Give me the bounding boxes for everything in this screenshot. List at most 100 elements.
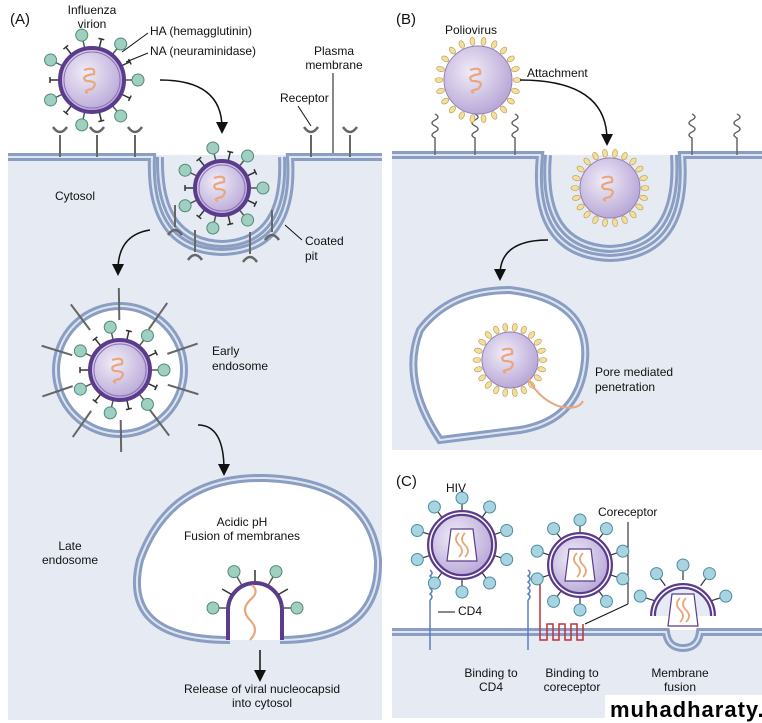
gp120-spike-icon [616, 572, 630, 586]
na-head [92, 336, 98, 342]
capsid-protrusion-icon [572, 175, 581, 182]
ha-spike-icon [103, 320, 117, 334]
poliovirus-icon [579, 157, 641, 219]
step-binding-coreceptor-2: coreceptor [544, 680, 601, 694]
capsid-protrusion-icon [441, 55, 450, 63]
capsid-protrusion-icon [478, 374, 487, 382]
capsid-protrusion-icon [436, 88, 445, 94]
receptor-icon [263, 233, 281, 241]
gp120-spike-icon [719, 589, 733, 603]
capsid-protrusion-icon [520, 385, 527, 395]
rna-icon [455, 532, 469, 558]
capsid-protrusion-icon [635, 165, 644, 173]
panel-b-tag: (B) [396, 11, 416, 28]
gp120-spike-icon [500, 553, 514, 567]
arrow [519, 79, 613, 146]
capsid-protrusion-icon [434, 77, 444, 83]
na-head [127, 58, 132, 65]
capsid-protrusion-icon [472, 357, 482, 363]
panel-a-tag: (A) [10, 11, 30, 28]
receptor-stalk [71, 410, 93, 438]
cd4-domains [526, 569, 531, 601]
na-head [154, 349, 159, 356]
capsid-protrusion-icon [572, 194, 581, 201]
late-endosome-core [135, 476, 380, 641]
ha-spike-icon [178, 163, 192, 177]
na-spike-icon [221, 588, 232, 596]
capsid-protrusion-icon [583, 210, 591, 219]
receptor-stalk [42, 385, 73, 398]
ha-spike-icon [290, 601, 304, 615]
gp120-spike-icon [547, 594, 561, 608]
capsid-icon [564, 548, 596, 582]
gp120-spike-icon [702, 567, 716, 581]
capsid-icon [667, 593, 699, 627]
rna-icon [469, 67, 482, 95]
capsid-protrusion-icon [441, 97, 450, 105]
capsid-protrusion-icon [537, 347, 546, 354]
late-endosome-label: Late [58, 539, 82, 553]
na-head [196, 214, 202, 220]
ha-spike-icon [206, 601, 220, 615]
capsid-protrusion-icon [436, 66, 445, 72]
capsid-protrusion-icon [458, 40, 465, 49]
clathrin-coat-core [158, 156, 284, 246]
receptor-stalk [167, 383, 199, 396]
release-label-2: into cytosol [232, 696, 292, 710]
ha-spike-icon [73, 344, 87, 358]
coated-pit-label: Coated [305, 234, 344, 248]
rna-icon [213, 175, 226, 203]
receptor-icon [733, 113, 741, 155]
watermark: muhadharaty.com [610, 697, 762, 722]
ha-spike-icon [206, 221, 220, 235]
receptor-leader [297, 105, 312, 127]
ha-spike-icon [178, 199, 192, 213]
na-head [253, 201, 258, 208]
receptor-label: Receptor [280, 91, 329, 105]
plasma-membrane-core [8, 156, 382, 254]
plasma-membrane-label-2: membrane [305, 58, 363, 72]
capsid-protrusion-icon [576, 203, 585, 211]
step-binding-cd4-2: CD4 [479, 680, 503, 694]
arrow [494, 239, 549, 281]
na-head [196, 156, 202, 162]
ha-spike-icon [114, 37, 128, 51]
coreceptor-leader [584, 603, 629, 625]
receptor-icon [126, 126, 144, 134]
capsid-protrusion-icon [592, 152, 599, 161]
capsid-protrusion-icon [469, 37, 476, 46]
receptor-icon [186, 253, 204, 261]
plasma-membrane-core [392, 154, 762, 260]
ha-spike-icon [44, 93, 58, 107]
capsid-protrusion-icon [491, 111, 498, 120]
gp120-spike-icon [455, 491, 469, 505]
receptor-stalk [167, 342, 198, 355]
na-head [253, 168, 258, 175]
gp120-spike-icon [427, 500, 441, 514]
capsid-protrusion-icon [533, 374, 542, 382]
panel-c-tag: (C) [396, 473, 417, 490]
capsid-protrusion-icon [511, 66, 520, 72]
capsid-protrusion-icon [458, 111, 465, 120]
capsid-protrusion-icon [469, 114, 476, 123]
gp120-spike-icon [427, 576, 441, 590]
coreceptor-icon [539, 575, 584, 641]
gp120-spike-icon [599, 594, 613, 608]
capsid-protrusion-icon [500, 105, 508, 114]
na-head [154, 384, 159, 391]
gp120-spike-icon [573, 603, 587, 617]
capsid-protrusion-icon [511, 323, 518, 332]
receptor-icon [88, 126, 106, 134]
ha-spike-icon [140, 329, 154, 343]
capsid-protrusion-icon [506, 97, 515, 105]
rna-release-icon [527, 377, 584, 409]
influenza-label-2: virion [78, 17, 107, 31]
influenza-virion-icon [58, 46, 126, 114]
gp120-spike-icon [410, 553, 424, 567]
plasma-membrane-label: Plasma [314, 44, 354, 58]
capsid-protrusion-icon [480, 37, 487, 46]
capsid-protrusion-icon [629, 210, 637, 219]
ha-spike-icon [131, 73, 145, 87]
receptor-stalk [149, 409, 170, 437]
capsid-protrusion-icon [528, 331, 536, 339]
